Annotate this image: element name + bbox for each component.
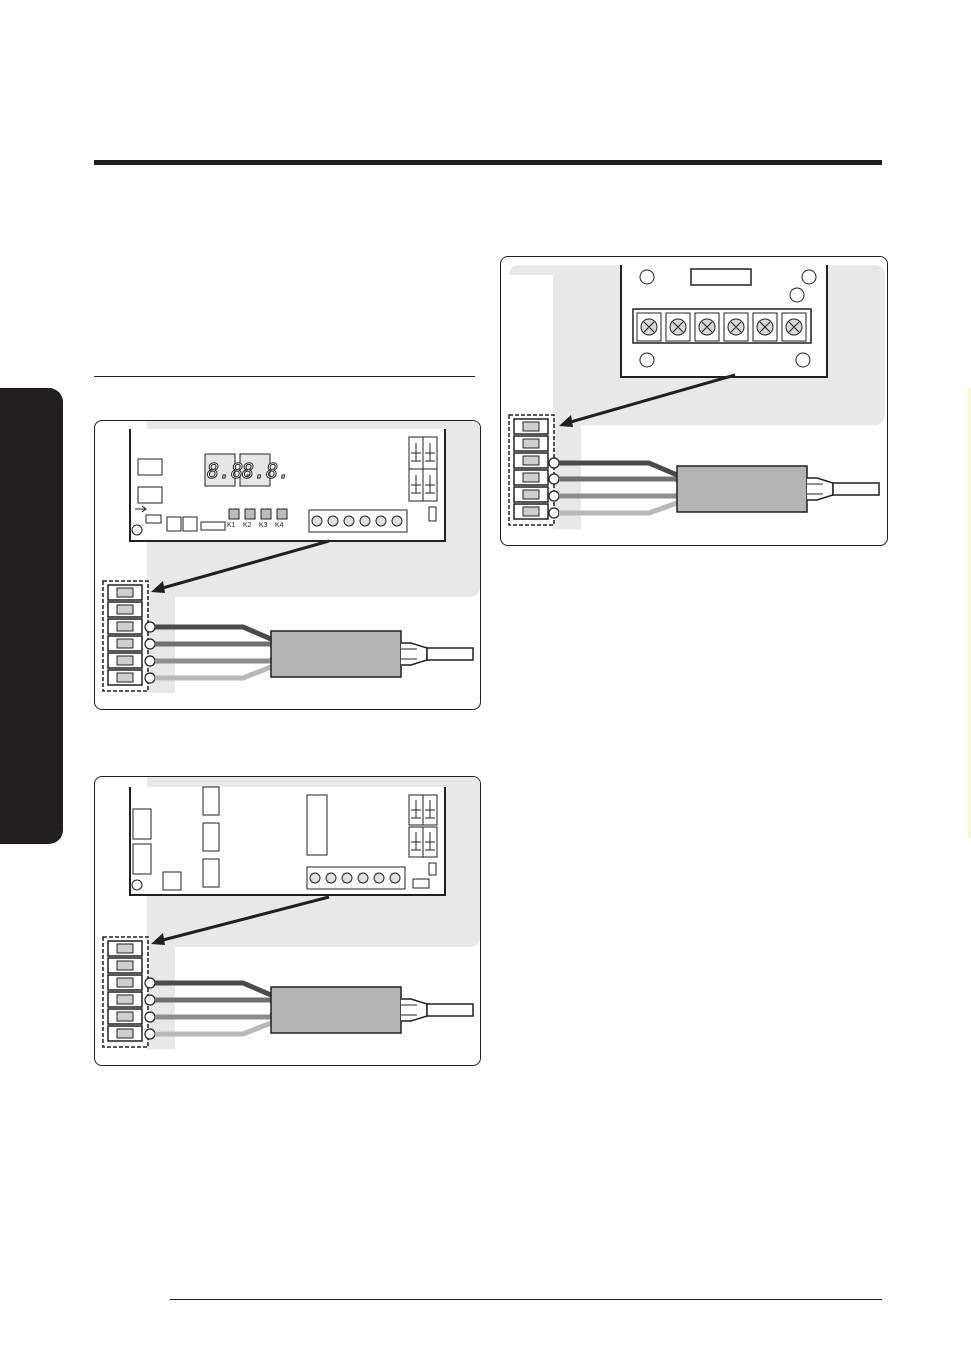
- screw-terminal-icon: [312, 516, 322, 526]
- k2-button: [245, 509, 255, 519]
- pcb-component: [138, 459, 162, 475]
- wiring-diagram-2: [500, 256, 888, 546]
- screw-terminal-icon: [392, 516, 402, 526]
- side-tab: [0, 388, 63, 844]
- k3-button: [261, 509, 271, 519]
- screw-terminal-icon: [358, 873, 368, 883]
- mounting-hole: [132, 525, 142, 535]
- screw-terminal-icon: [360, 516, 370, 526]
- pcb-component: [307, 795, 327, 855]
- pcb-component: [146, 515, 161, 523]
- mounting-hole: [802, 270, 816, 284]
- pcb-connector: [201, 522, 225, 530]
- mounting-hole: [796, 353, 810, 367]
- interface-module: [677, 466, 807, 512]
- mounting-hole: [790, 288, 804, 302]
- interface-module: [271, 987, 401, 1033]
- module-plug: [401, 999, 473, 1021]
- top-rule: [94, 160, 882, 165]
- pcb-component: [203, 787, 219, 815]
- pcb-component: [203, 823, 219, 851]
- k1-button: [229, 509, 239, 519]
- magnified-terminal-strip: [509, 415, 559, 525]
- screw-terminal-icon: [344, 516, 354, 526]
- pcb-component: [167, 517, 181, 531]
- section-rule: [94, 376, 475, 377]
- pcb-component: [133, 844, 151, 874]
- module-plug: [807, 478, 879, 500]
- label-plate: [691, 269, 751, 285]
- k2-label: K2: [243, 522, 252, 529]
- pcb-component: [183, 517, 197, 531]
- footer-rule: [170, 1299, 882, 1300]
- interface-module: [271, 631, 401, 677]
- k4-button: [277, 509, 287, 519]
- pcb-terminal-block: [309, 510, 407, 532]
- k3-label: K3: [259, 522, 268, 529]
- pcb-component: [429, 507, 436, 521]
- board-terminal-block: [633, 309, 811, 343]
- screw-terminal-icon: [310, 873, 320, 883]
- screw-terminal-icon: [374, 873, 384, 883]
- pcb-component: [203, 859, 219, 887]
- wiring-diagram-1-svg: 8.8. 8.8. K1 K2 K3 K4: [95, 421, 480, 709]
- pcb-component: [413, 879, 429, 888]
- wiring-diagram-3: [94, 776, 481, 1066]
- wiring-diagram-1: 8.8. 8.8. K1 K2 K3 K4: [94, 420, 481, 710]
- wiring-diagram-3-svg: [95, 777, 480, 1065]
- k4-label: K4: [275, 522, 284, 529]
- screw-terminal-icon: [390, 873, 400, 883]
- module-plug: [401, 643, 473, 665]
- k1-label: K1: [227, 522, 236, 529]
- screw-terminal-icon: [328, 516, 338, 526]
- pcb-component: [429, 863, 436, 875]
- mounting-hole: [640, 270, 654, 284]
- mounting-hole: [640, 353, 654, 367]
- screw-terminal-icon: [326, 873, 336, 883]
- screw-terminal-icon: [376, 516, 386, 526]
- pcb-component: [133, 809, 151, 839]
- screw-terminal-icon: [342, 873, 352, 883]
- relay-group: [409, 437, 437, 501]
- wiring-diagram-2-svg: [501, 257, 887, 545]
- pcb-component: [163, 872, 181, 890]
- pcb-terminal-block: [307, 867, 405, 889]
- mounting-hole: [132, 880, 142, 890]
- pcb-component: [138, 487, 162, 503]
- display-digits-right: 8.8.: [242, 459, 290, 483]
